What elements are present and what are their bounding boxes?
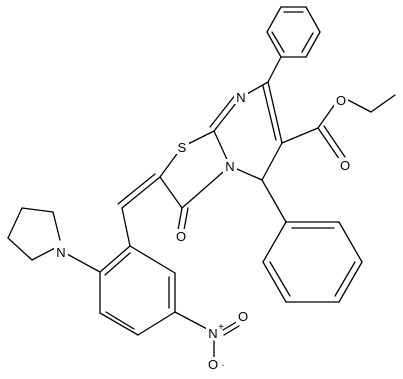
- pyrrolidine-ring: [7, 207, 61, 261]
- exocyclic-bond-a: [121, 176, 161, 209]
- bond-aryl-nitro: [174, 311, 210, 331]
- nitro-n-charge: +: [218, 322, 224, 333]
- top-phenyl-ring: [266, 6, 321, 58]
- bond-nitro-o-a: [222, 320, 239, 331]
- atom-n-pyrrolidine: N: [56, 245, 65, 260]
- exocyclic-bond-b: [117, 173, 156, 205]
- nitrophenyl-ring: [99, 245, 176, 336]
- carbonyl-bond-a: [177, 207, 183, 231]
- atom-o-nitro-bottom: O: [208, 357, 218, 372]
- atom-n-ring: N: [225, 159, 234, 174]
- atom-o-carbonyl: O: [176, 229, 186, 244]
- ester-group: [281, 94, 396, 161]
- atom-n-top: N: [236, 90, 245, 105]
- bond-c5-phenyl: [261, 179, 287, 223]
- bond-phenyl-c7: [267, 56, 282, 83]
- atom-s: S: [178, 140, 187, 155]
- atom-o-ester-single: O: [336, 93, 346, 108]
- bond-aryl-pyrrolidine: [66, 253, 101, 273]
- bond-ch-aryl: [121, 207, 131, 247]
- atom-n-nitro: N: [208, 326, 217, 341]
- bond-nitro-o-b: [223, 325, 240, 336]
- atom-o-ester-double: O: [340, 158, 350, 173]
- nitro-o-radical: ·: [221, 360, 224, 371]
- atom-o-nitro-right: O: [238, 309, 248, 324]
- carbonyl-bond-b: [183, 207, 189, 231]
- lower-phenyl-ring: [262, 221, 363, 303]
